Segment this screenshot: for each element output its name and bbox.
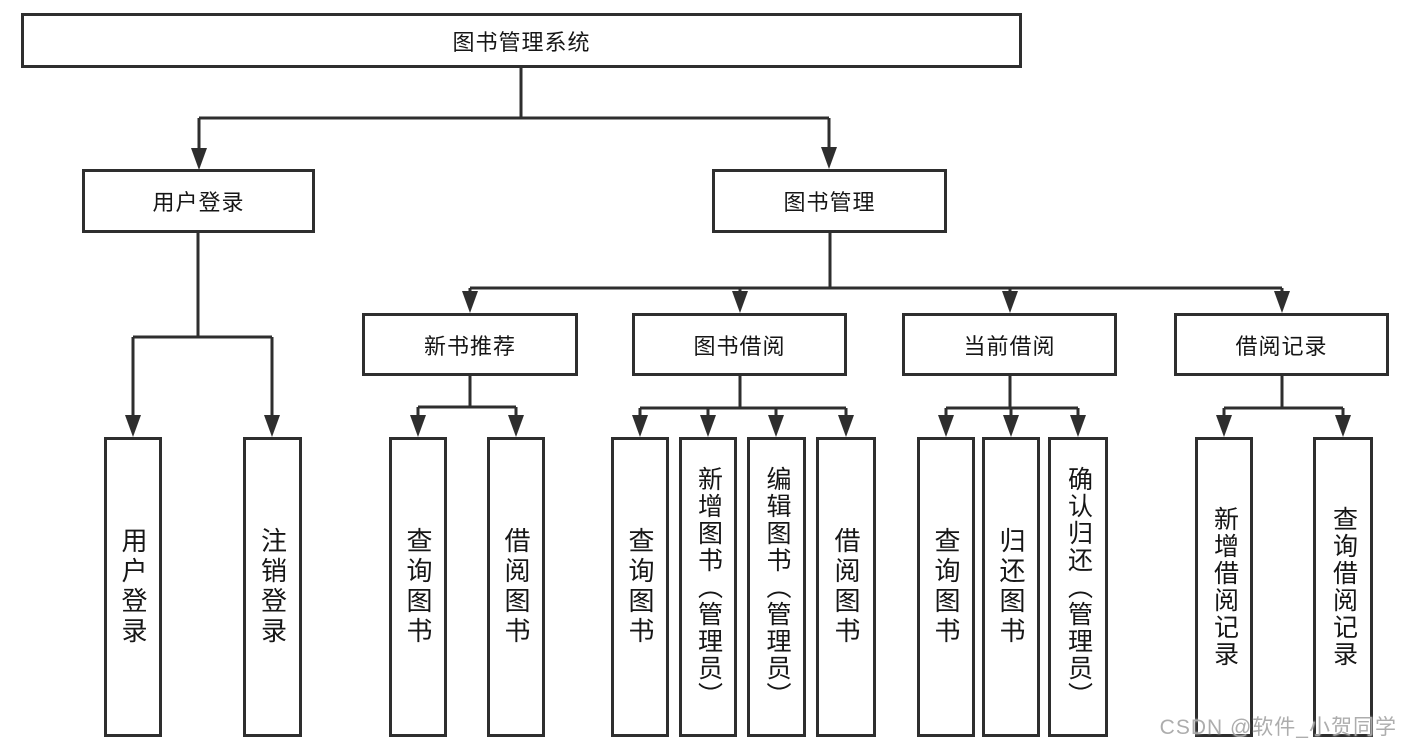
- leaf-edit-books-admin: 编辑图书（管理员）: [747, 437, 806, 737]
- leaf-borrow-books-borrow: 借阅图书: [816, 437, 876, 737]
- node-root: 图书管理系统: [21, 13, 1022, 68]
- node-borrow-records: 借阅记录: [1174, 313, 1389, 376]
- leaf-query-books-borrow: 查询图书: [611, 437, 669, 737]
- connector-book-mgmt-to-level3: [462, 233, 1290, 313]
- leaf-confirm-return-admin: 确认归还（管理员）: [1048, 437, 1108, 737]
- connector-book-borrow-branch: [632, 376, 854, 437]
- node-book-management: 图书管理: [712, 169, 947, 233]
- leaf-return-books: 归还图书: [982, 437, 1040, 737]
- node-book-borrow-label: 图书借阅: [693, 333, 786, 359]
- leaf-query-books-current: 查询图书: [917, 437, 975, 737]
- node-book-borrow: 图书借阅: [632, 313, 847, 376]
- leaf-logout-label: 注销登录: [257, 527, 288, 647]
- leaf-borrow-books-recommend-label: 借阅图书: [501, 527, 531, 647]
- connector-current-borrow-branch: [938, 376, 1086, 437]
- leaf-query-books-borrow-label: 查询图书: [625, 527, 655, 647]
- node-book-management-label: 图书管理: [783, 190, 876, 215]
- connector-root-to-level2: [191, 68, 837, 170]
- node-borrow-records-label: 借阅记录: [1235, 333, 1328, 359]
- node-user-login: 用户登录: [82, 169, 315, 233]
- leaf-user-login: 用户登录: [104, 437, 162, 737]
- leaf-query-borrow-record: 查询借阅记录: [1313, 437, 1373, 737]
- connector-new-book-branch: [410, 376, 524, 437]
- leaf-add-books-admin-label: 新增图书（管理员）: [694, 465, 723, 709]
- leaf-user-login-label: 用户登录: [118, 527, 148, 647]
- node-new-book-recommend: 新书推荐: [362, 313, 578, 376]
- leaf-query-books-recommend-label: 查询图书: [403, 527, 433, 647]
- leaf-logout: 注销登录: [243, 437, 302, 737]
- leaf-return-books-label: 归还图书: [996, 527, 1026, 647]
- leaf-query-books-current-label: 查询图书: [931, 527, 961, 647]
- node-current-borrow-label: 当前借阅: [963, 333, 1056, 359]
- leaf-borrow-books-recommend: 借阅图书: [487, 437, 545, 737]
- connector-borrow-records-branch: [1216, 376, 1351, 437]
- leaf-add-borrow-record: 新增借阅记录: [1195, 437, 1253, 737]
- node-user-login-label: 用户登录: [152, 190, 245, 215]
- leaf-borrow-books-borrow-label: 借阅图书: [831, 527, 861, 647]
- leaf-edit-books-admin-label: 编辑图书（管理员）: [763, 465, 791, 709]
- csdn-watermark: CSDN @软件_小贺同学: [1159, 716, 1397, 739]
- leaf-add-books-admin: 新增图书（管理员）: [679, 437, 737, 737]
- node-new-book-recommend-label: 新书推荐: [423, 333, 516, 359]
- connector-user-login-branch: [125, 233, 280, 437]
- node-root-label: 图书管理系统: [452, 29, 591, 55]
- leaf-confirm-return-admin-label: 确认归还（管理员）: [1064, 465, 1093, 709]
- leaf-add-borrow-record-label: 新增借阅记录: [1210, 506, 1239, 668]
- leaf-query-borrow-record-label: 查询借阅记录: [1329, 506, 1358, 668]
- leaf-query-books-recommend: 查询图书: [389, 437, 447, 737]
- node-current-borrow: 当前借阅: [902, 313, 1117, 376]
